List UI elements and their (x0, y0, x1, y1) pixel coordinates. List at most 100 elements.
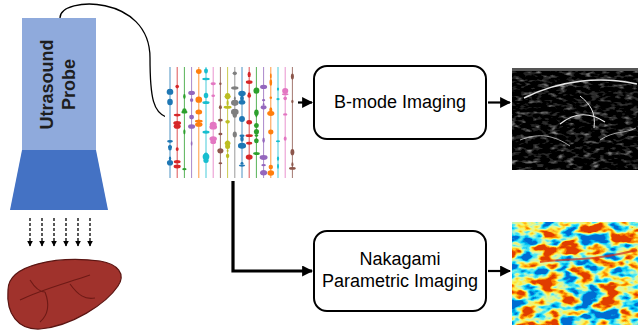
rf-echo (183, 94, 185, 99)
rf-trace (195, 67, 203, 178)
rf-echo (240, 95, 244, 101)
rf-echo (283, 96, 287, 100)
beam-arrow (77, 218, 78, 246)
rf-echo (246, 134, 253, 137)
rf-echo (260, 171, 267, 176)
beam-arrow (29, 218, 30, 246)
rf-echo (291, 74, 294, 80)
rf-echo (254, 138, 259, 143)
rf-echo (231, 109, 239, 115)
rf-echo (195, 109, 202, 114)
rf-trace (217, 67, 223, 178)
rf-echo (233, 72, 237, 76)
rf-trace (167, 67, 174, 178)
rf-echo (270, 73, 272, 79)
rf-trace-line (292, 67, 293, 178)
rf-echo (225, 93, 230, 99)
bmode-echo (520, 136, 570, 146)
rf-echo (202, 78, 210, 80)
rf-echo (291, 162, 293, 166)
rf-echo (218, 119, 223, 122)
rf-echo (174, 114, 181, 117)
rf-trace (246, 67, 253, 178)
beam-arrow (89, 218, 90, 246)
rf-trace-line (285, 67, 286, 178)
node-label: Nakagami Parametric Imaging (319, 249, 481, 292)
rf-echo (168, 145, 172, 150)
rf-echo (262, 138, 264, 143)
rf-trace (276, 67, 280, 178)
rf-echo (168, 145, 172, 148)
rf-echo (169, 157, 171, 161)
rf-echo (174, 124, 181, 129)
rf-echo (291, 100, 293, 104)
rf-echo (276, 140, 280, 142)
rf-echo (202, 130, 209, 133)
nakagami-background (512, 222, 638, 325)
rf-echo (202, 101, 209, 104)
rf-echo (260, 170, 267, 175)
rf-echo (238, 143, 246, 148)
rf-echo (211, 95, 215, 98)
rf-echo (260, 155, 268, 160)
rf-echo (176, 147, 179, 151)
flow-arrow (488, 270, 510, 272)
flow-arrow (298, 101, 312, 103)
rf-echo (219, 105, 222, 109)
rf-echo (238, 144, 246, 148)
rf-trace-line (198, 67, 199, 178)
rf-echo (253, 88, 259, 94)
rf-echo (190, 98, 193, 102)
rf-trace-line (242, 67, 243, 178)
rf-echo (239, 165, 245, 167)
rf-echo (283, 113, 287, 115)
bmode-echo (600, 128, 636, 140)
rf-echo (254, 129, 259, 134)
beam-arrows (30, 218, 90, 246)
rf-echo (246, 142, 252, 145)
rf-echo (210, 140, 216, 144)
process-box: B-mode Imaging (313, 65, 487, 140)
rf-trace (202, 67, 210, 178)
rf-trace-line (234, 67, 235, 178)
flow-arrow (233, 181, 312, 271)
rf-echo (204, 68, 207, 72)
beam-arrow (65, 218, 66, 246)
rf-echo (282, 93, 289, 95)
rf-echo (211, 82, 216, 85)
rf-echo (234, 96, 236, 100)
rf-echo (226, 100, 228, 106)
rf-trace (282, 67, 289, 178)
rf-echo (233, 132, 237, 138)
probe-head (10, 150, 108, 210)
rf-echo (196, 69, 202, 74)
rf-echo (290, 149, 294, 155)
rf-echo (218, 133, 222, 135)
rf-echo (277, 164, 279, 169)
rf-echo (227, 150, 229, 153)
rf-echo (270, 79, 273, 85)
beam-arrow (41, 218, 42, 246)
rf-echo (247, 94, 251, 98)
rf-echo (167, 140, 173, 143)
rf-trace (253, 67, 260, 178)
rf-echo (231, 86, 238, 89)
rf-echo (174, 160, 181, 163)
rf-trace (188, 67, 195, 178)
rf-echo (289, 167, 296, 170)
bmode-image (512, 68, 638, 170)
rf-echo (191, 141, 193, 145)
rf-echo (246, 120, 252, 125)
bmode-echo (580, 96, 594, 128)
rf-echo (261, 164, 266, 166)
rf-echo (246, 154, 253, 159)
nakagami-colormap (512, 222, 638, 325)
rf-echo (174, 165, 181, 169)
rf-data-plot (167, 67, 296, 178)
bmode-echo (560, 115, 605, 124)
bmode-background (512, 68, 638, 170)
rf-echo (188, 91, 195, 95)
beam-arrow (53, 218, 54, 246)
rf-trace-line (220, 67, 221, 178)
rf-echo (276, 98, 279, 100)
